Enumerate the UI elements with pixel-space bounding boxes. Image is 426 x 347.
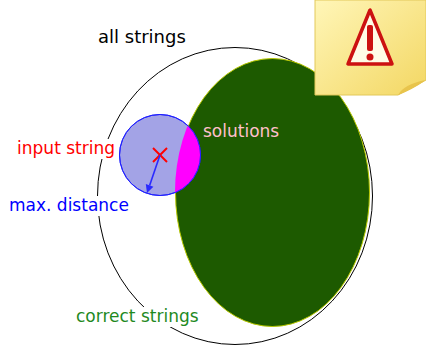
distance-arrow [146, 155, 160, 193]
region-label: input string [16, 139, 116, 159]
region-label: correct strings [75, 307, 200, 327]
region-node: correct strings [175, 58, 370, 327]
warning-note [315, 0, 426, 95]
distance-label: max. distance [8, 196, 130, 216]
region-shape [175, 58, 370, 327]
region-label: all strings [98, 27, 186, 48]
region-label: solutions [203, 122, 279, 142]
